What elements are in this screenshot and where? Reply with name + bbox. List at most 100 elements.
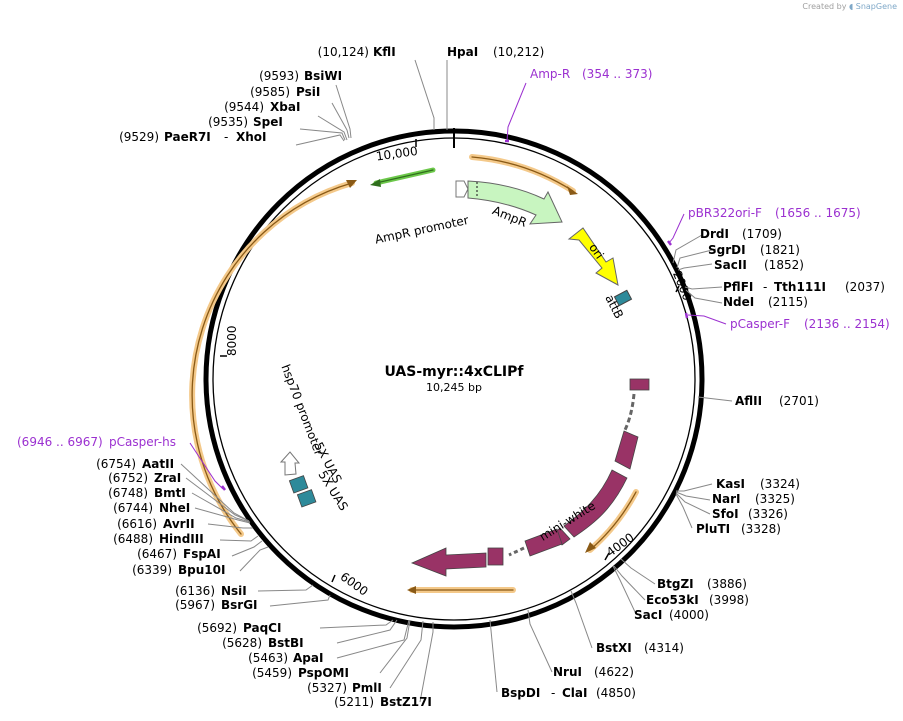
site-paer7i-dash: - (224, 130, 228, 144)
site-bspdi-pos: (4850) (596, 686, 636, 700)
site-pmli[interactable]: PmlI (352, 681, 382, 695)
site-saci-pos: (4000) (669, 608, 709, 622)
ampr-promoter-label: AmpR promoter (374, 213, 470, 247)
site-hindiii[interactable]: HindIII (159, 532, 204, 546)
site-tth111i[interactable]: Tth111I (774, 280, 826, 294)
site-sacii-pos: (1852) (764, 258, 804, 272)
site-nhei-pos: (6744) (113, 501, 153, 515)
site-bsrgi[interactable]: BsrGI (221, 598, 258, 612)
plasmid-name: UAS-myr::4xCLIPf (384, 364, 524, 380)
primer-lines (189, 82, 727, 490)
site-paer7i[interactable]: PaeR7I (164, 130, 211, 144)
site-bmti-pos: (6748) (108, 486, 148, 500)
site-saci[interactable]: SacI (634, 608, 662, 622)
mini-white-feature (410, 378, 650, 577)
primer-ampr-range: (354 .. 373) (582, 67, 652, 81)
site-aatii[interactable]: AatII (142, 457, 174, 471)
tick-label-6000: 6000 (338, 569, 371, 598)
primer-marks (221, 139, 689, 491)
site-pluti-pos: (3328) (741, 522, 781, 536)
snapgene-logo: ◖ (848, 2, 854, 11)
site-aflii-pos: (2701) (779, 394, 819, 408)
site-pspomi[interactable]: PspOMI (298, 666, 349, 680)
site-aatii-pos: (6754) (96, 457, 136, 471)
primer-pbr322ori-f[interactable]: pBR322ori-F (688, 206, 762, 220)
site-nrui-pos: (4622) (594, 665, 634, 679)
primer-ampr[interactable]: Amp-R (530, 67, 570, 81)
site-xhoi[interactable]: XhoI (236, 130, 267, 144)
site-kfli-pos: (10,124) (318, 45, 369, 59)
site-bmti[interactable]: BmtI (154, 486, 186, 500)
site-sacii[interactable]: SacII (714, 258, 747, 272)
site-nhei[interactable]: NheI (159, 501, 190, 515)
site-sgrdi[interactable]: SgrDI (708, 243, 746, 257)
site-psii[interactable]: PsiI (296, 85, 320, 99)
site-eco53ki[interactable]: Eco53kI (646, 593, 699, 607)
site-bstxi-pos: (4314) (644, 641, 684, 655)
site-spei[interactable]: SpeI (253, 115, 283, 129)
site-bstxi[interactable]: BstXI (596, 641, 632, 655)
site-hpai-pos: (10,212) (493, 45, 544, 59)
primer-pcasper-hs[interactable]: pCasper-hs (109, 435, 176, 449)
site-avrii-pos: (6616) (117, 517, 157, 531)
site-pmli-pos: (5327) (307, 681, 347, 695)
site-paqci[interactable]: PaqCI (243, 621, 281, 635)
credit-brand: SnapGene (855, 2, 897, 11)
site-bstbi[interactable]: BstBI (268, 636, 304, 650)
site-nrui[interactable]: NruI (553, 665, 582, 679)
site-xbai[interactable]: XbaI (270, 100, 300, 114)
site-xbai-pos: (9544) (224, 100, 264, 114)
site-bspdi-dash: - (551, 686, 555, 700)
ampr-feature (467, 180, 563, 225)
site-kasi-pos: (3324) (760, 477, 800, 491)
ori-feature (567, 227, 619, 286)
site-nsii[interactable]: NsiI (221, 584, 247, 598)
site-bstbi-pos: (5628) (222, 636, 262, 650)
site-paqci-pos: (5692) (197, 621, 237, 635)
site-bsiwi[interactable]: BsiWI (304, 69, 342, 83)
site-bspdi[interactable]: BspDI (501, 686, 540, 700)
site-eco53ki-pos: (3998) (709, 593, 749, 607)
site-btgzi[interactable]: BtgZI (657, 577, 694, 591)
site-clai[interactable]: ClaI (562, 686, 587, 700)
site-hpai[interactable]: HpaI (447, 45, 478, 59)
site-fspai[interactable]: FspAI (183, 547, 221, 561)
site-sgrdi-pos: (1821) (760, 243, 800, 257)
site-ndei[interactable]: NdeI (723, 295, 754, 309)
site-bsiwi-pos: (9593) (259, 69, 299, 83)
site-paer7i-pos: (9529) (119, 130, 159, 144)
site-nari-pos: (3325) (755, 492, 795, 506)
orf-arrows (189, 154, 639, 594)
site-sfoi[interactable]: SfoI (712, 507, 739, 521)
site-psii-pos: (9585) (250, 85, 290, 99)
site-btgzi-pos: (3886) (707, 577, 747, 591)
site-spei-pos: (9535) (208, 115, 248, 129)
site-sfoi-pos: (3326) (748, 507, 788, 521)
credit-prefix: Created by (802, 2, 847, 11)
site-avrii[interactable]: AvrII (163, 517, 195, 531)
plasmid-length: 10,245 bp (426, 381, 482, 394)
site-pluti[interactable]: PluTI (696, 522, 730, 536)
primer-pcasper-f[interactable]: pCasper-F (730, 317, 790, 331)
site-zrai[interactable]: ZraI (154, 471, 181, 485)
uas-box-2 (296, 489, 317, 508)
tick-label-2000: 2000 (670, 269, 694, 303)
hsp70-promoter-arrow (279, 451, 301, 476)
leader-lines (180, 59, 733, 703)
site-kasi[interactable]: KasI (716, 477, 745, 491)
site-drdi[interactable]: DrdI (700, 227, 729, 241)
site-nari[interactable]: NarI (712, 492, 741, 506)
site-bpu10i[interactable]: Bpu10I (178, 563, 225, 577)
site-bstz17i-pos: (5211) (334, 695, 374, 709)
site-apai[interactable]: ApaI (293, 651, 323, 665)
tick-label-10000: 10,000 (375, 144, 419, 164)
site-pflfi[interactable]: PflFI (723, 280, 753, 294)
attb-feature (613, 289, 633, 307)
site-apai-pos: (5463) (248, 651, 288, 665)
primer-pcasper-f-range: (2136 .. 2154) (804, 317, 890, 331)
site-bstz17i[interactable]: BstZ17I (380, 695, 432, 709)
site-aflii[interactable]: AflII (735, 394, 762, 408)
site-hindiii-pos: (6488) (113, 532, 153, 546)
site-kfli[interactable]: KflI (373, 45, 396, 59)
